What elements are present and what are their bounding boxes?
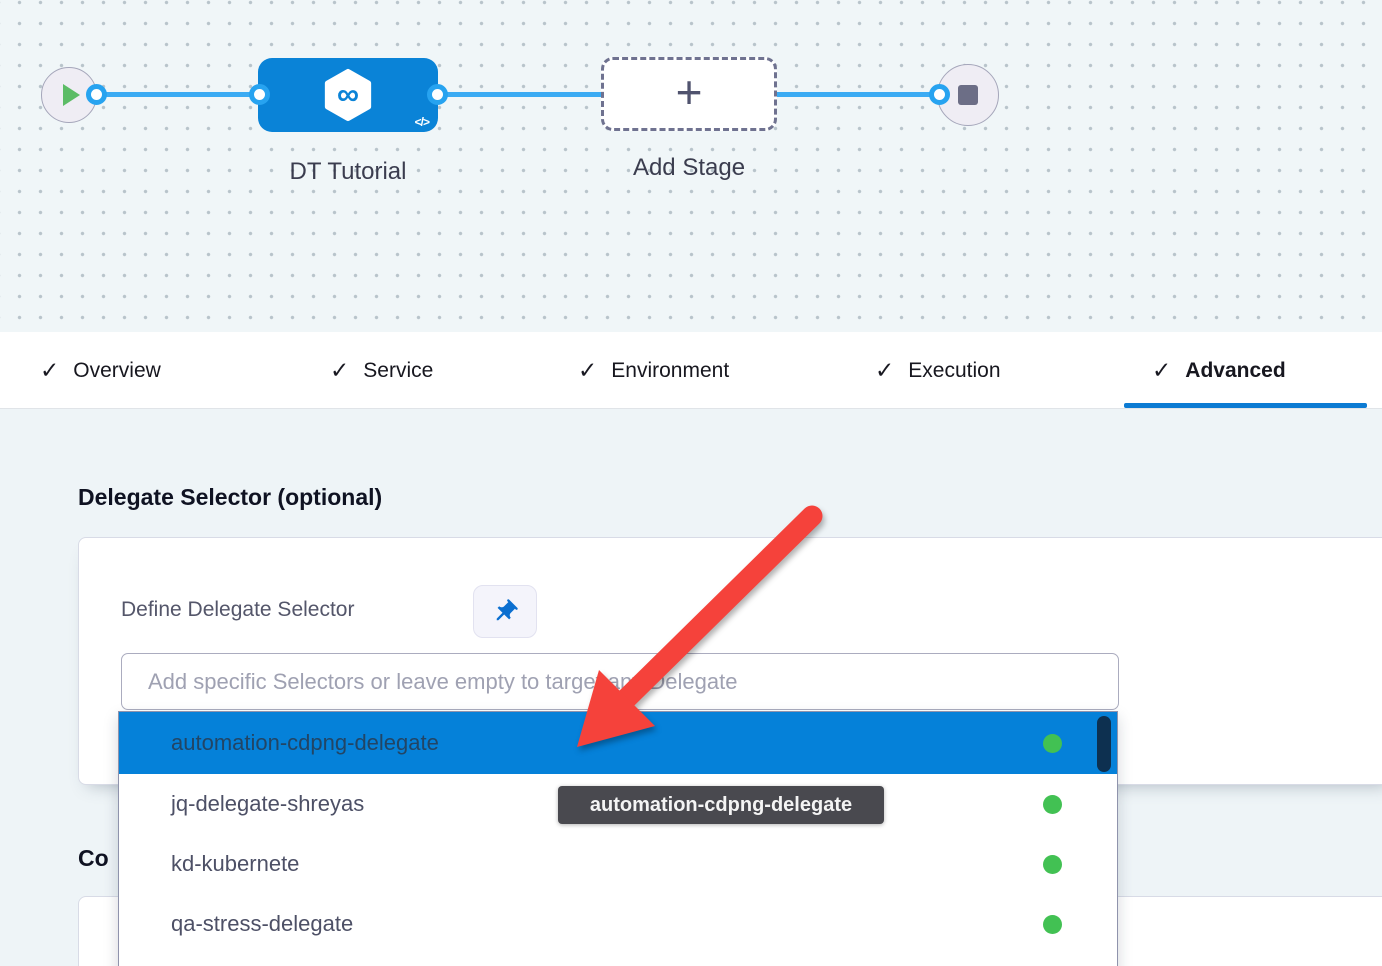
pushpin-icon bbox=[491, 598, 519, 626]
delegate-status-dot bbox=[1043, 734, 1062, 753]
dropdown-item-automation-cdpng-delegate[interactable]: automation-cdpng-delegate bbox=[119, 712, 1117, 774]
delegate-selector-input[interactable] bbox=[121, 653, 1119, 710]
tab-label: Advanced bbox=[1185, 359, 1285, 383]
tab-label: Environment bbox=[611, 359, 729, 383]
delegate-selector-section-title: Delegate Selector (optional) bbox=[78, 484, 382, 511]
code-icon: </> bbox=[415, 115, 429, 129]
next-section-title-partial: Co bbox=[78, 845, 109, 872]
port-end-in[interactable] bbox=[929, 84, 950, 105]
tab-environment[interactable]: ✓ Environment bbox=[578, 332, 729, 409]
dropdown-item-label: kd-kubernete bbox=[171, 851, 299, 877]
check-icon: ✓ bbox=[40, 357, 59, 384]
stage-node-dt-tutorial[interactable]: ∞ </> bbox=[258, 58, 438, 132]
port-stage-out[interactable] bbox=[427, 84, 448, 105]
pipeline-canvas[interactable]: ∞ </> + DT Tutorial Add Stage bbox=[0, 0, 1382, 332]
tab-execution[interactable]: ✓ Execution bbox=[875, 332, 1001, 409]
tab-service[interactable]: ✓ Service bbox=[330, 332, 433, 409]
tab-label: Overview bbox=[73, 359, 161, 383]
check-icon: ✓ bbox=[1152, 357, 1171, 384]
check-icon: ✓ bbox=[578, 357, 597, 384]
play-icon bbox=[63, 84, 80, 106]
delegate-tooltip: automation-cdpng-delegate bbox=[558, 786, 884, 824]
stop-icon bbox=[958, 85, 978, 105]
advanced-tab-content: Delegate Selector (optional) Define Dele… bbox=[0, 409, 1382, 966]
active-tab-underline bbox=[1124, 403, 1367, 408]
add-stage-label: Add Stage bbox=[601, 154, 777, 182]
dropdown-item-qa-stress-delegate[interactable]: qa-stress-delegate bbox=[119, 894, 1117, 954]
dropdown-item-label: automation-cdpng-delegate bbox=[171, 730, 439, 756]
dropdown-item-label: jq-delegate-shreyas bbox=[171, 791, 364, 817]
pin-button[interactable] bbox=[473, 585, 537, 638]
delegate-status-dot bbox=[1043, 915, 1062, 934]
tab-advanced[interactable]: ✓ Advanced bbox=[1152, 332, 1286, 409]
check-icon: ✓ bbox=[330, 357, 349, 384]
delegate-status-dot bbox=[1043, 795, 1062, 814]
delegate-status-dot bbox=[1043, 855, 1062, 874]
port-stage-in[interactable] bbox=[249, 84, 270, 105]
tab-label: Execution bbox=[908, 359, 1000, 383]
dropdown-item-kd-kubernete[interactable]: kd-kubernete bbox=[119, 834, 1117, 894]
harness-logo-icon: ∞ bbox=[321, 68, 375, 122]
edge-addstage-to-end bbox=[777, 92, 939, 97]
add-stage-button[interactable]: + bbox=[601, 57, 777, 131]
delegate-dropdown-list: automation-cdpng-delegate jq-delegate-sh… bbox=[118, 711, 1118, 966]
tab-overview[interactable]: ✓ Overview bbox=[40, 332, 161, 409]
define-delegate-selector-label: Define Delegate Selector bbox=[121, 598, 354, 622]
stage-node-label: DT Tutorial bbox=[258, 158, 438, 186]
stage-config-tabbar: ✓ Overview ✓ Service ✓ Environment ✓ Exe… bbox=[0, 332, 1382, 409]
svg-text:∞: ∞ bbox=[337, 77, 359, 112]
dropdown-scrollbar-thumb[interactable] bbox=[1097, 716, 1111, 772]
port-start-out[interactable] bbox=[86, 84, 107, 105]
edge-start-to-stage bbox=[95, 92, 260, 97]
dropdown-item-label: qa-stress-delegate bbox=[171, 911, 353, 937]
edge-stage-to-addstage bbox=[438, 92, 603, 97]
check-icon: ✓ bbox=[875, 357, 894, 384]
plus-icon: + bbox=[676, 69, 703, 115]
tab-label: Service bbox=[363, 359, 433, 383]
